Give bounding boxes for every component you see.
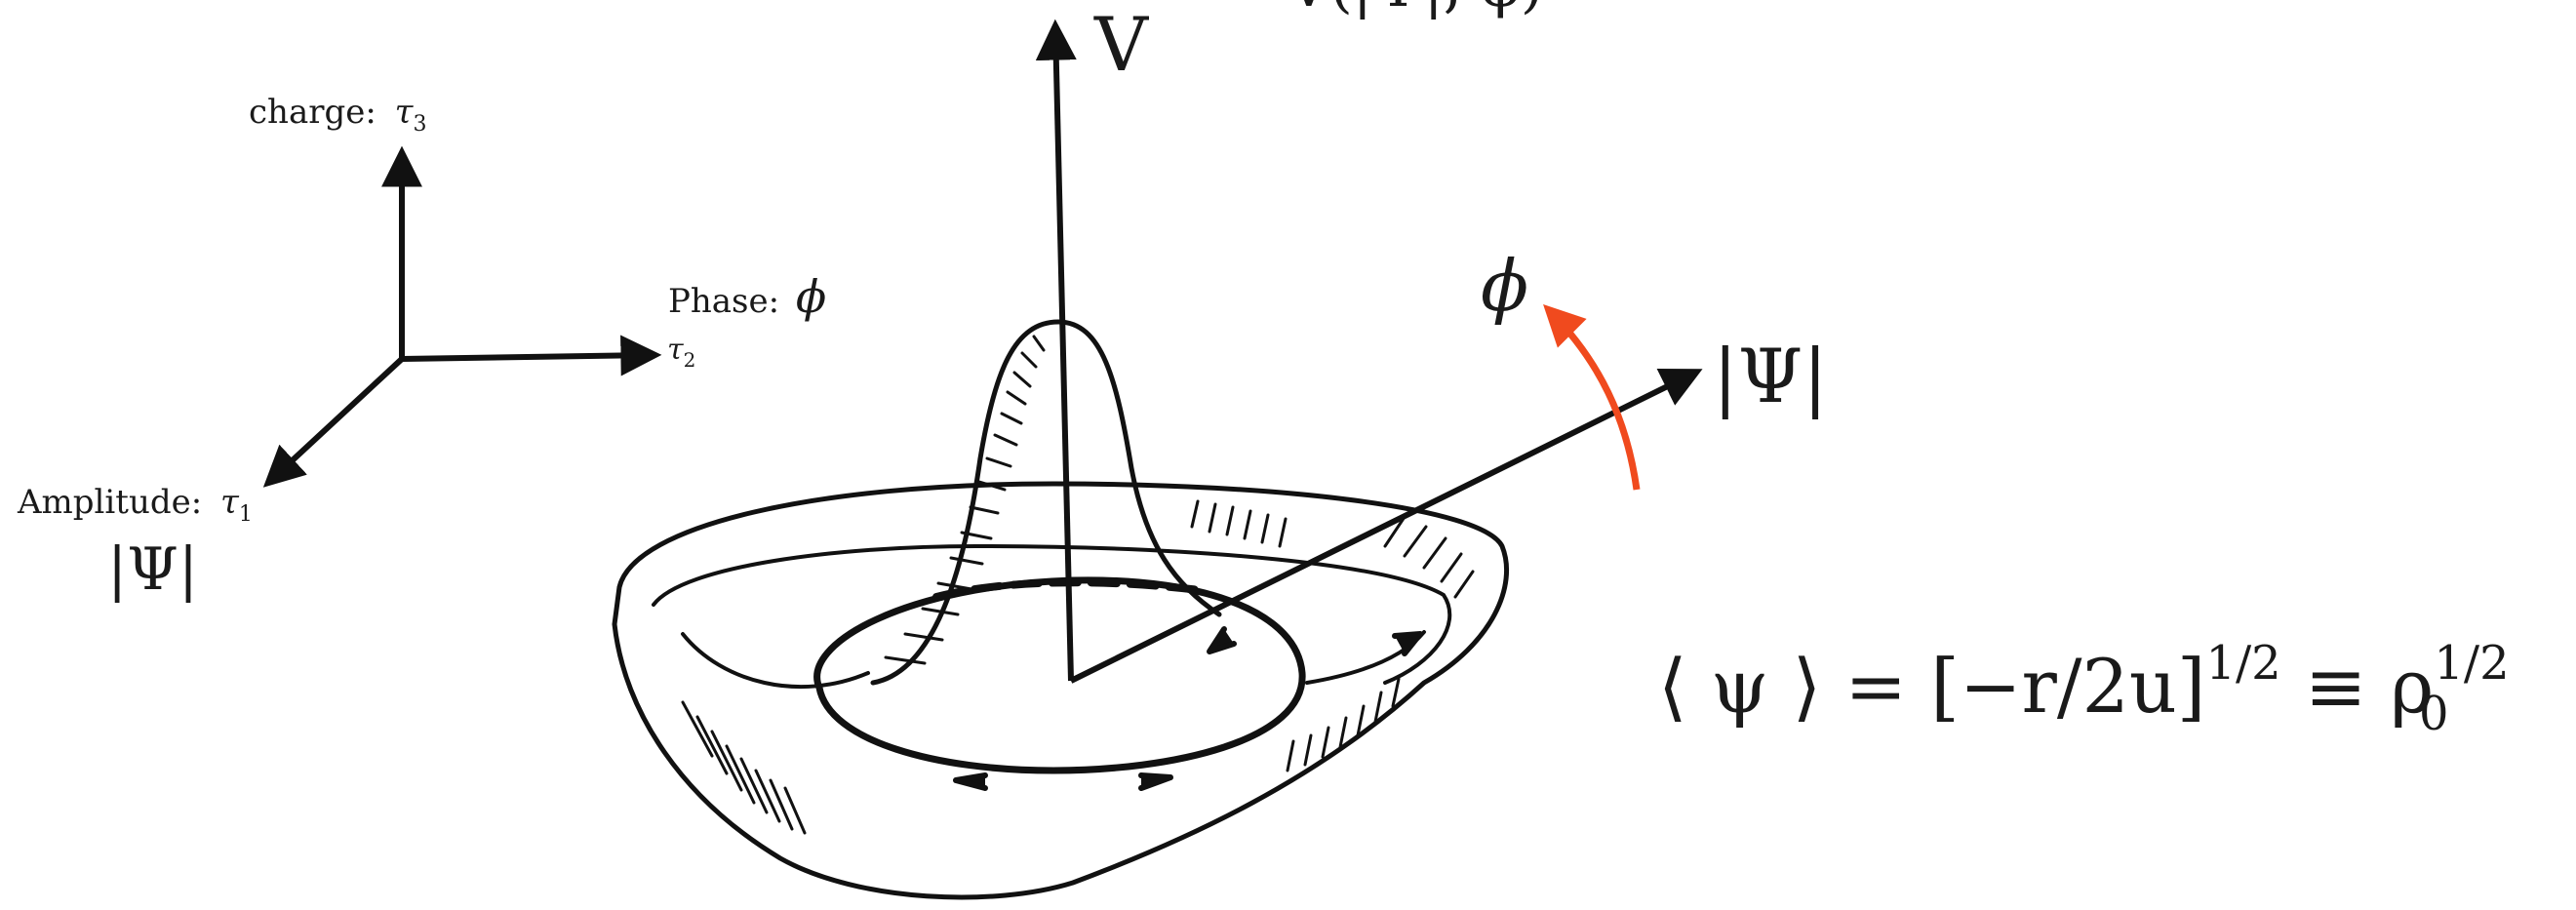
amplitude-axis: [262, 356, 405, 488]
v-axis: [1035, 19, 1077, 682]
rho-subscript: 0: [2419, 687, 2449, 741]
tau2-label: τ2: [667, 333, 695, 372]
ring-dashed-back: [932, 578, 1204, 601]
ring-arrow-left: [953, 772, 988, 791]
v-axis-label: V: [1093, 1, 1149, 88]
bowl-outline: [612, 481, 1509, 900]
rim-arrow-right: [1392, 631, 1423, 656]
hump-hatching: [884, 335, 1046, 665]
phase-rotation-arrow: [1543, 304, 1641, 491]
mexican-hat-potential: [612, 319, 1509, 900]
bowl-inner-curve-left: [681, 632, 870, 690]
ring-arrow-upper: [1207, 626, 1237, 654]
bowl-hatching-left: [681, 700, 807, 835]
psi-axis-label: |Ψ|: [1713, 333, 1828, 419]
amplitude-label: Amplitude: τ1: [17, 483, 253, 527]
bowl-inner-rim: [652, 544, 1452, 685]
phase-label: Phase: ϕ: [668, 270, 826, 323]
minimum-ring: [813, 576, 1306, 774]
central-hump: [870, 319, 1222, 686]
charge-label: charge: τ3: [249, 93, 426, 137]
ring-arrow-right: [1138, 772, 1173, 791]
potential-axes: V |Ψ| ϕ: [1035, 1, 1828, 684]
amplitude-magnitude: |Ψ|: [107, 535, 198, 604]
psi-axis: [1069, 369, 1703, 684]
tau2-axis: [401, 335, 662, 376]
phi-label: ϕ: [1481, 245, 1528, 327]
potential-formula-clipped: V(|Ψ|, ϕ): [1287, 0, 1543, 20]
bowl-hatching-right: [1190, 499, 1475, 772]
order-parameter-equation: ⟨ ψ ⟩ = [−r/2u]1/2 ≡ ρ1/2: [1658, 636, 2510, 730]
coordinate-triad: charge: τ3 Phase: ϕ τ2 Amplitude: τ1 |Ψ|: [17, 93, 826, 604]
